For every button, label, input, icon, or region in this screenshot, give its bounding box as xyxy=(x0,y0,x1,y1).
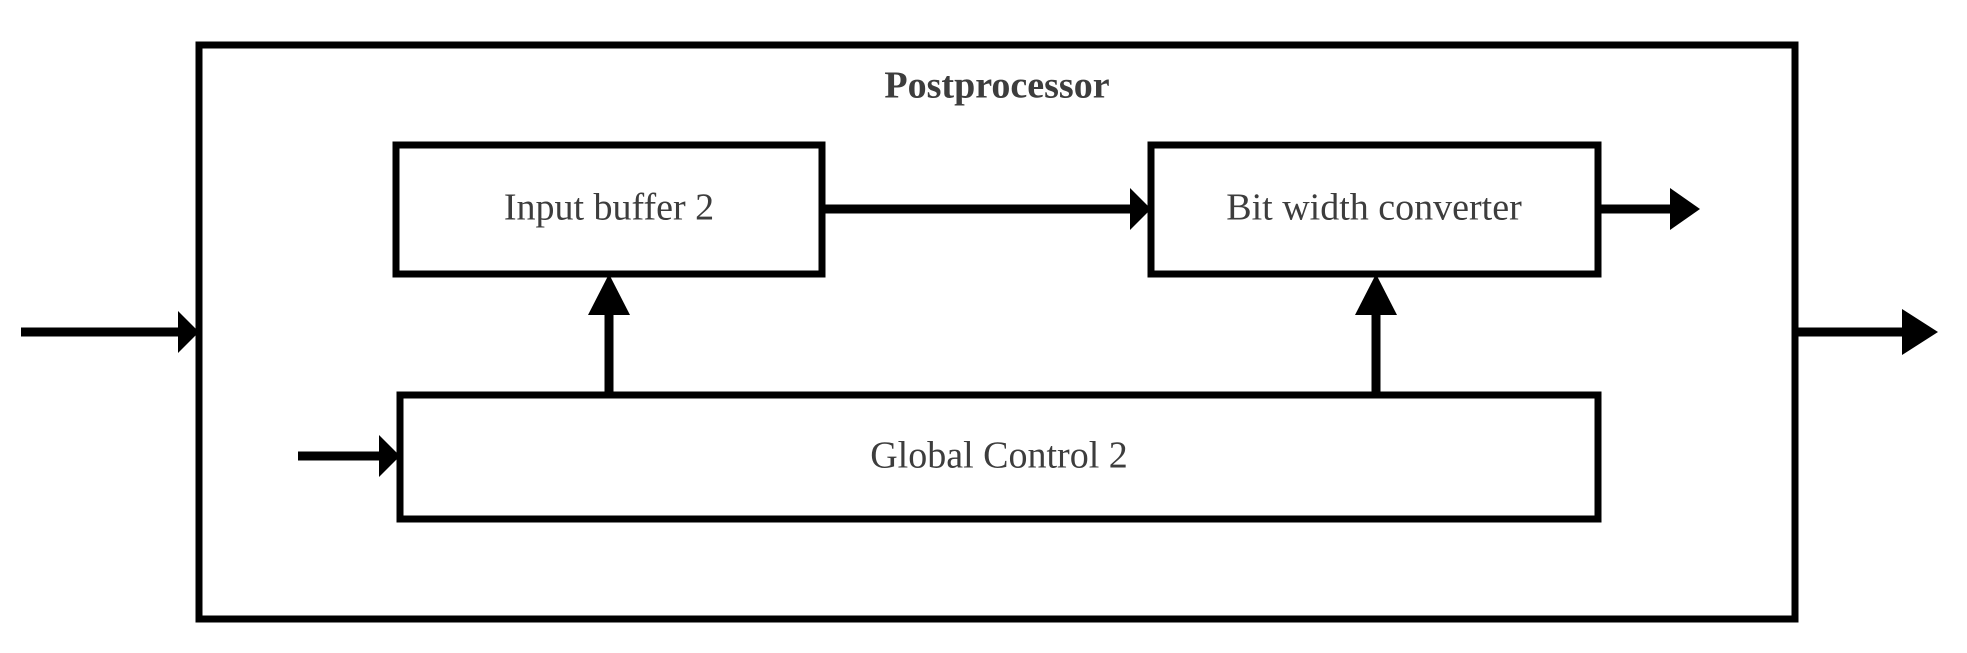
control-to-input-buffer-arrow xyxy=(588,274,630,395)
page-title: Postprocessor xyxy=(884,65,1109,107)
input-buffer-to-converter-arrow xyxy=(822,188,1151,230)
input-buffer-2-box xyxy=(392,141,826,278)
postprocessor-outer-box xyxy=(195,41,1799,623)
global-control-2-box xyxy=(396,391,1602,523)
external-output-arrow xyxy=(1795,309,1938,355)
input-buffer-2-label: Input buffer 2 xyxy=(504,187,714,229)
converter-output-arrow xyxy=(1598,188,1700,230)
bit-width-converter-label: Bit width converter xyxy=(1226,187,1522,229)
global-control-input-arrow xyxy=(298,435,400,477)
global-control-2-label: Global Control 2 xyxy=(870,435,1128,477)
control-to-converter-arrow xyxy=(1355,274,1397,395)
external-input-arrow xyxy=(21,311,199,353)
bit-width-converter-box xyxy=(1147,141,1602,278)
